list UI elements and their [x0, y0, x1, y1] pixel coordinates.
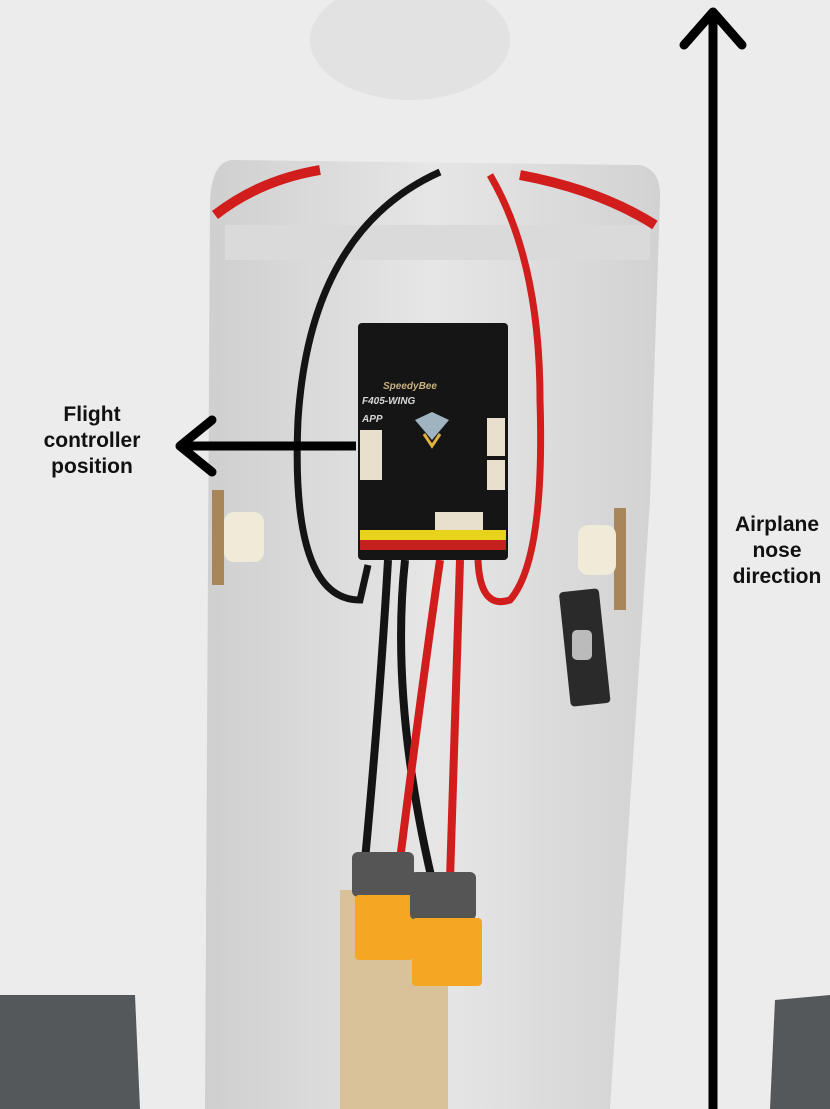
board-app-text: APP [362, 414, 383, 425]
foam-dome [310, 0, 510, 100]
xt60-connector-2 [412, 918, 482, 986]
xt60-connector-1-housing [352, 852, 414, 897]
board-pad-left [360, 430, 382, 480]
left-mount [224, 512, 264, 562]
flight-controller-board [358, 323, 508, 560]
header-pins-yellow [360, 530, 506, 540]
right-mount [578, 525, 616, 575]
xt60-connector-2-housing [410, 872, 476, 920]
top-wires-left [211, 165, 321, 219]
speedybee-logo [415, 412, 449, 440]
board-pad-right-1 [487, 418, 505, 456]
header-pins-red [360, 540, 506, 550]
board-model-text: F405-WING [362, 396, 416, 407]
dark-background-right [770, 995, 830, 1109]
label-line: direction [732, 565, 822, 588]
right-mount-plate [614, 508, 626, 610]
board-connector-white [435, 512, 483, 530]
red-wire-loop [474, 173, 545, 605]
xt60-connector-1 [355, 895, 413, 960]
red-power-lead-1 [396, 559, 444, 861]
nose-direction-arrowhead [679, 7, 747, 50]
label-line: Flight [63, 403, 121, 426]
airplane-nose-direction-label: Airplane nose direction [722, 512, 830, 590]
label-line: position [51, 455, 133, 478]
flight-controller-position-label: Flight controller position [22, 402, 162, 480]
fc-position-arrowhead [175, 415, 217, 477]
red-power-lead-2 [446, 559, 464, 881]
label-line: nose [752, 539, 802, 562]
black-power-lead-2 [397, 559, 436, 881]
black-power-lead-1 [361, 559, 392, 861]
board-brand-text: SpeedyBee [383, 381, 437, 392]
speedybee-logo-heart [422, 433, 442, 449]
dark-background-left [0, 995, 140, 1109]
top-wires-right [519, 170, 658, 230]
usb-port [572, 630, 592, 660]
label-line: controller [43, 429, 141, 452]
left-mount-plate [212, 490, 224, 585]
label-line: Airplane [734, 513, 820, 536]
black-wire-loop [293, 168, 442, 604]
board-pad-right-2 [487, 460, 505, 490]
cavity-shelf [225, 225, 650, 260]
